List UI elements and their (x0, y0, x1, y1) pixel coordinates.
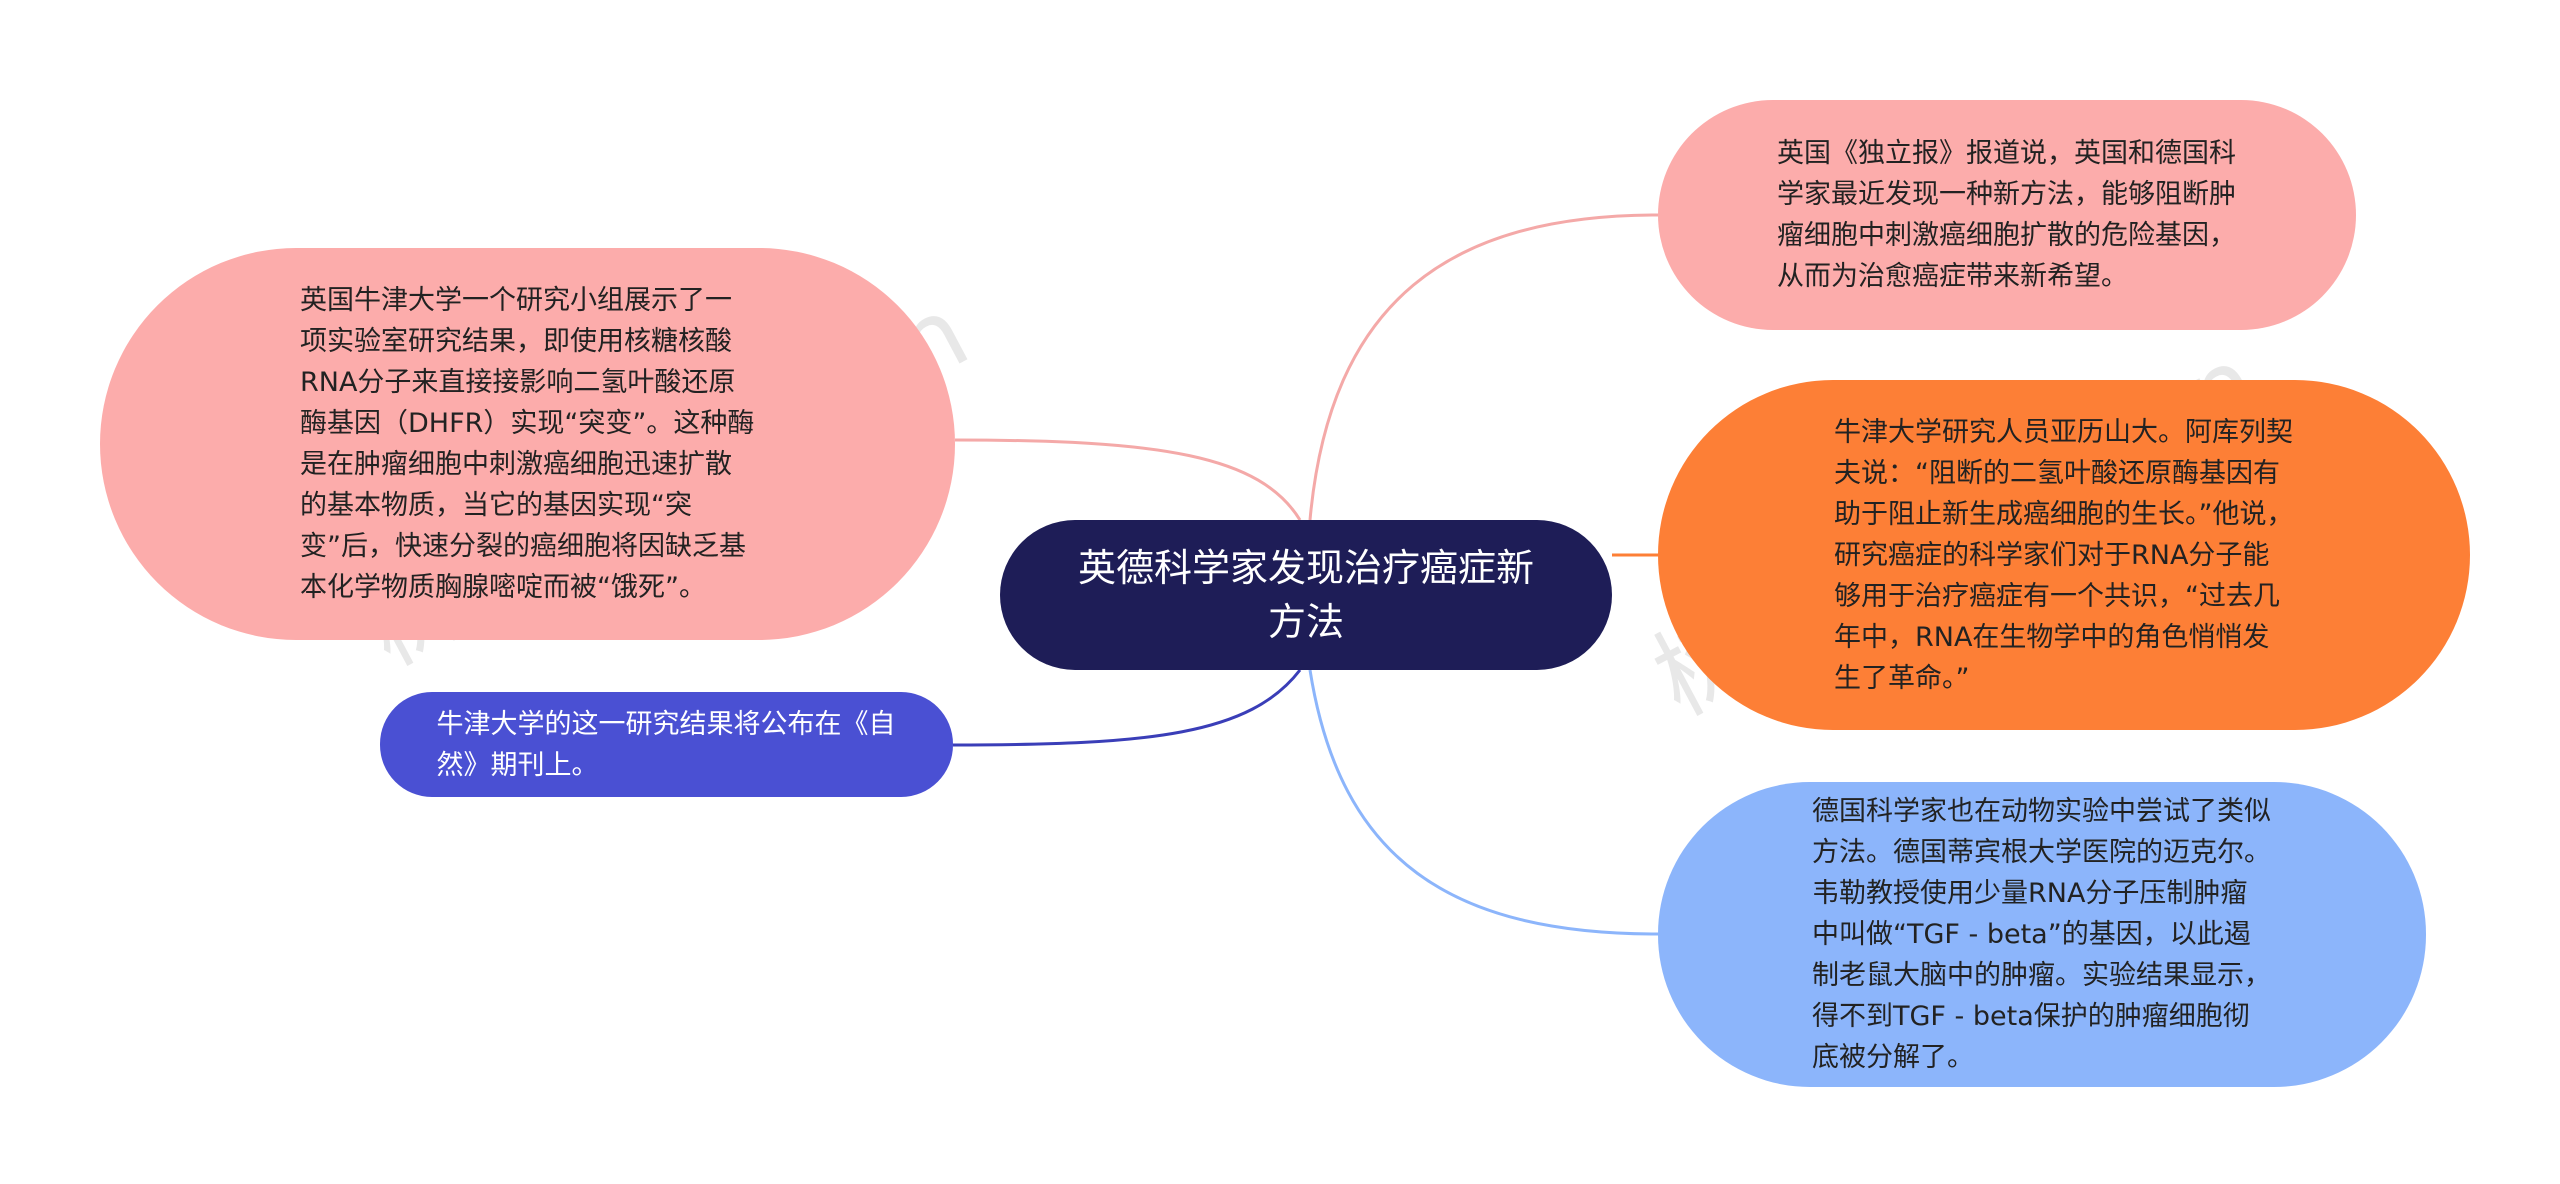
branch-text: 牛津大学的这一研究结果将公布在《自然》期刊上。 (436, 708, 896, 781)
branch-node-german-experiment[interactable]: 德国科学家也在动物实验中尝试了类似方法。德国蒂宾根大学医院的迈克尔。韦勒教授使用… (1658, 782, 2426, 1087)
connector-right-3 (1308, 669, 1659, 936)
branch-node-researcher-quote[interactable]: 牛津大学研究人员亚历山大。阿库列契夫说：“阻断的二氢叶酸还原酶基因有助于阻止新生… (1658, 380, 2470, 730)
central-topic-label: 英德科学家发现治疗癌症新方法 (1077, 546, 1534, 644)
branch-text: 牛津大学研究人员亚历山大。阿库列契夫说：“阻断的二氢叶酸还原酶基因有助于阻止新生… (1834, 416, 2294, 694)
connector-left-bottom (952, 669, 1302, 747)
branch-node-independent-report[interactable]: 英国《独立报》报道说，英国和德国科学家最近发现一种新方法，能够阻断肿瘤细胞中刺激… (1658, 100, 2356, 330)
branch-node-oxford-research[interactable]: 英国牛津大学一个研究小组展示了一项实验室研究结果，即使用核糖核酸RNA分子来直接… (100, 248, 955, 640)
connector-left-top (954, 438, 1302, 521)
branch-text: 英国《独立报》报道说，英国和德国科学家最近发现一种新方法，能够阻断肿瘤细胞中刺激… (1777, 138, 2236, 292)
branch-text: 英国牛津大学一个研究小组展示了一项实验室研究结果，即使用核糖核酸RNA分子来直接… (300, 285, 755, 603)
branch-node-nature-publication[interactable]: 牛津大学的这一研究结果将公布在《自然》期刊上。 (380, 692, 953, 797)
branch-text: 德国科学家也在动物实验中尝试了类似方法。德国蒂宾根大学医院的迈克尔。韦勒教授使用… (1812, 796, 2271, 1073)
central-topic[interactable]: 英德科学家发现治疗癌症新方法 (1000, 520, 1612, 670)
connector-right-1 (1308, 213, 1659, 521)
